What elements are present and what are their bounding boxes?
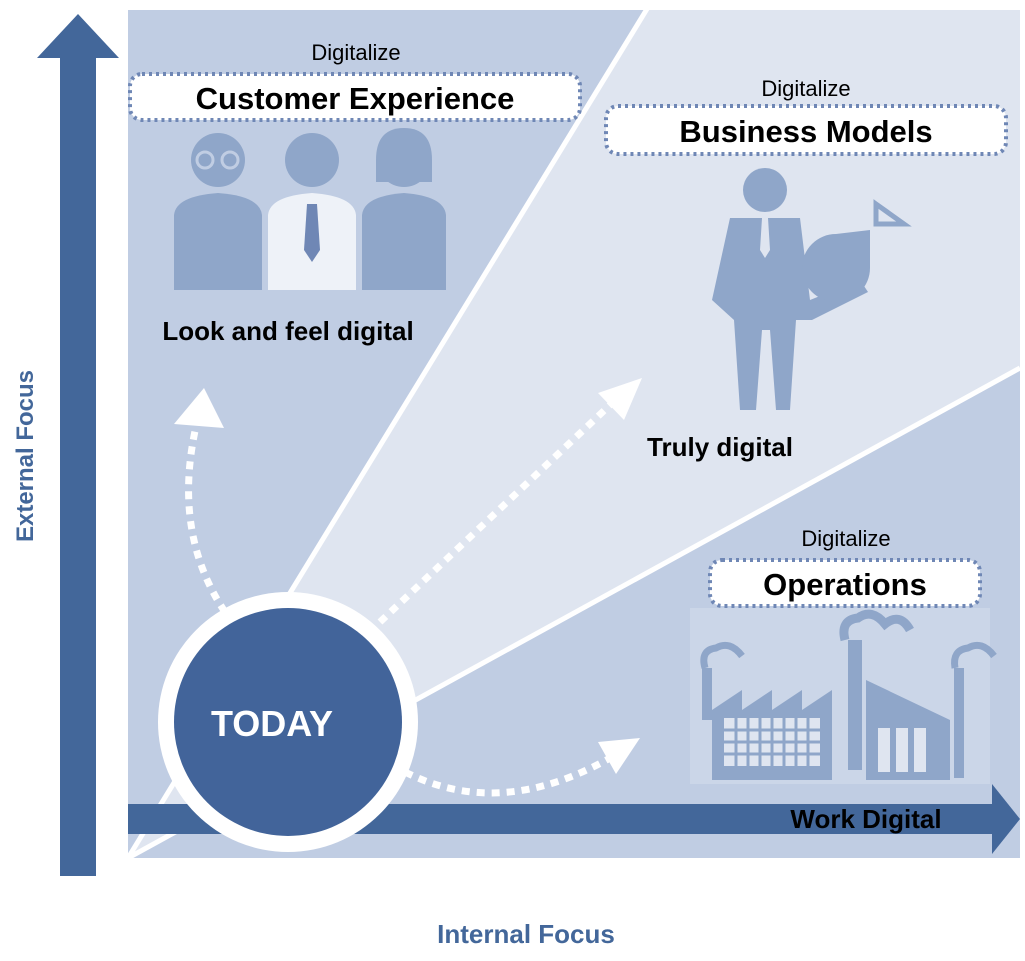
today-label: TODAY xyxy=(211,703,333,744)
customer-experience-title-box xyxy=(128,72,582,122)
customer-experience-title: Customer Experience xyxy=(196,81,515,116)
vertical-axis-label: External Focus xyxy=(12,370,39,542)
business-models-title-box xyxy=(604,104,1008,156)
customers-group-icon xyxy=(174,128,446,290)
operations-title: Operations xyxy=(763,567,927,602)
operations-caption: Work Digital xyxy=(790,804,941,834)
today-circle: TODAY xyxy=(158,592,418,852)
arrow-to-business-models xyxy=(377,378,642,625)
vertical-axis-arrow xyxy=(37,14,119,876)
business-models-title: Business Models xyxy=(679,114,932,149)
customer-digitalize-label: Digitalize xyxy=(311,40,400,65)
arrow-to-customer-experience xyxy=(174,388,228,614)
customer-caption: Look and feel digital xyxy=(162,316,413,346)
arrow-to-operations xyxy=(403,738,640,797)
operations-digitalize-label: Digitalize xyxy=(801,526,890,551)
business-digitalize-label: Digitalize xyxy=(761,76,850,101)
business-caption: Truly digital xyxy=(647,432,793,462)
operations-title-box xyxy=(708,558,982,608)
factory-icon xyxy=(690,608,997,784)
businessman-with-pie-chart-icon xyxy=(712,168,912,410)
horizontal-axis-label: Internal Focus xyxy=(437,919,615,949)
